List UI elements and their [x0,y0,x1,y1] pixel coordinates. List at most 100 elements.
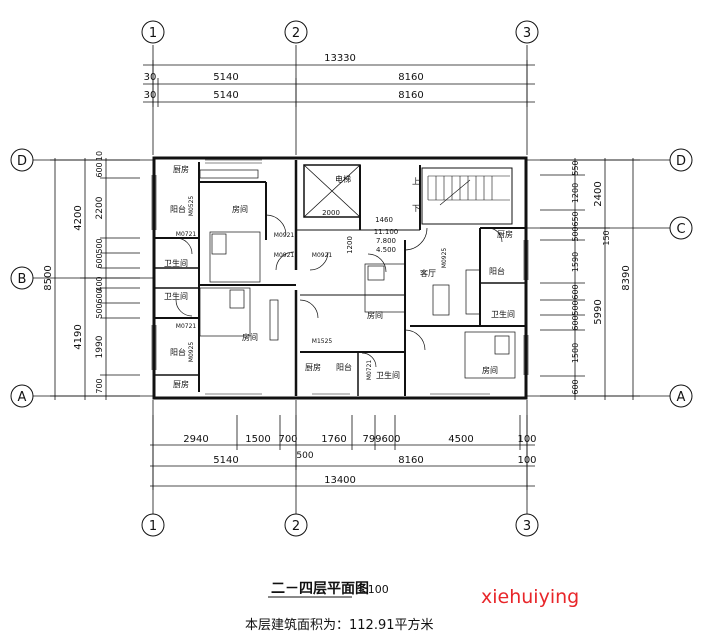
dim-right-500b: 500 [571,300,580,315]
axis-label-1-bottom: 1 [149,519,157,534]
stair-down: 下 [412,204,420,213]
axis-bubble-d-right [669,148,693,172]
dim-right-5990: 5990 [593,299,604,324]
watermark: xiehuiying [481,586,579,608]
elev-11100: 11.100 [374,228,399,236]
room-elevator: 电梯 [335,174,351,184]
stair-up: 上 [412,177,420,186]
axis-bubble-3-top [515,20,539,44]
axis-label-c-right: C [676,222,685,237]
door-m0721-3: M0721 [366,360,373,381]
axis-bubble-3-bottom [515,513,539,537]
room-bedroom-br: 房间 [482,365,498,375]
dim-right-1500: 1500 [571,343,580,363]
dim-left-500b: 500 [95,303,104,318]
dim-right-500: 500 [571,226,580,241]
dim-right-650: 650 [571,211,580,226]
axis-label-3-bottom: 3 [523,519,531,534]
dim-right-550: 550 [571,160,580,175]
dim-bottom-7: 4500 [448,434,473,445]
door-m0721-1: M0721 [176,231,197,238]
dim-left-2200: 2200 [95,196,105,219]
room-bath-r: 卫生间 [491,309,515,319]
axis-bubble-1-top [141,20,165,44]
axis-label-a-right: A [677,390,686,405]
axis-bubble-b-left [10,266,34,290]
dim-left-600: 600 [95,162,104,177]
axis-bubble-2-bottom [284,513,308,537]
dim-top-total: 13330 [324,53,356,64]
axis-label-3-top: 3 [523,26,531,41]
dim-right-1200: 1200 [571,183,580,203]
dim-top-a2: 30 [144,90,157,101]
dim-right-2400: 2400 [593,181,604,206]
axis-label-2-bottom: 2 [292,519,300,534]
dim-top-c1: 8160 [398,72,423,83]
room-bath-l2: 卫生间 [164,291,188,301]
room-kitchen-r: 厨房 [497,229,513,239]
dim-bottom-r2-2: 8160 [398,455,423,466]
dim-left-700: 700 [95,378,104,393]
door-m0921-3: M0921 [312,252,333,259]
axis-label-2-top: 2 [292,26,300,41]
room-kitchen-bl: 厨房 [173,379,189,389]
door-m0525-1: M0525 [188,196,195,217]
axis-bubble-c-right [669,216,693,240]
dim-left-1990: 1990 [95,335,105,358]
dim-door-1200: 1200 [346,236,354,254]
room-bath-bc: 卫生间 [376,370,400,380]
room-balcony-r: 阳台 [489,266,505,276]
dim-top-b2: 5140 [213,90,238,101]
door-m0921-1: M0921 [274,232,295,239]
dim-bottom-r2-1: 5140 [213,455,238,466]
axis-label-d-left: D [17,154,27,169]
drawing-title: 二－四层平面图 [271,581,369,597]
dim-top-c2: 8160 [398,90,423,101]
axis-bubble-a-right [669,384,693,408]
axis-label-1-top: 1 [149,26,157,41]
dim-right-150: 150 [602,230,611,245]
dim-left-600c: 600 [95,288,104,303]
door-m0721-2: M0721 [176,323,197,330]
dim-bottom-500: 500 [296,451,313,461]
axis-bubble-2-top [284,20,308,44]
dim-elevator-2000: 2000 [322,209,340,217]
dim-top-b1: 5140 [213,72,238,83]
dim-bottom-r2-3: 100 [517,455,536,466]
room-balcony-tl: 阳台 [170,204,186,214]
room-bedroom-c: 房间 [367,310,383,320]
dim-bottom-1: 2940 [183,434,208,445]
axis-label-d-right: D [676,154,686,169]
drawing-scale: 1:100 [357,583,389,596]
axis-label-b-left: B [18,272,27,287]
door-m0925-2: M0925 [441,248,448,269]
room-kitchen-bc: 厨房 [305,362,321,372]
door-m0921-2: M0921 [274,252,295,259]
elev-7800: 7.800 [376,237,396,245]
axis-bubble-1-bottom [141,513,165,537]
dim-bottom-4: 1760 [321,434,346,445]
dim-bottom-total: 13400 [324,475,356,486]
door-m0925-1: M0925 [188,342,195,363]
axis-bubble-a-left [10,384,34,408]
dim-bottom-5: 799 [362,434,381,445]
room-balcony-bc: 阳台 [336,362,352,372]
room-balcony-bl: 阳台 [170,347,186,357]
dim-bottom-8: 100 [517,434,536,445]
dim-right-600c: 600 [571,315,580,330]
room-bath-l: 卫生间 [164,258,188,268]
dim-left-400: 400 [95,276,104,291]
room-bedroom-tl: 房间 [232,204,248,214]
room-living: 客厅 [420,268,436,278]
dim-left-600b: 600 [95,253,104,268]
dim-left-500a: 500 [95,238,104,253]
dim-bottom-3: 700 [278,434,297,445]
dim-right-600d: 600 [571,379,580,394]
dim-left-outer: 8500 [43,265,54,290]
dim-bottom-2: 1500 [245,434,270,445]
dim-right-outer: 8390 [621,265,632,290]
dim-left-4190: 4190 [73,324,84,349]
dim-left-10: 10 [95,151,104,161]
